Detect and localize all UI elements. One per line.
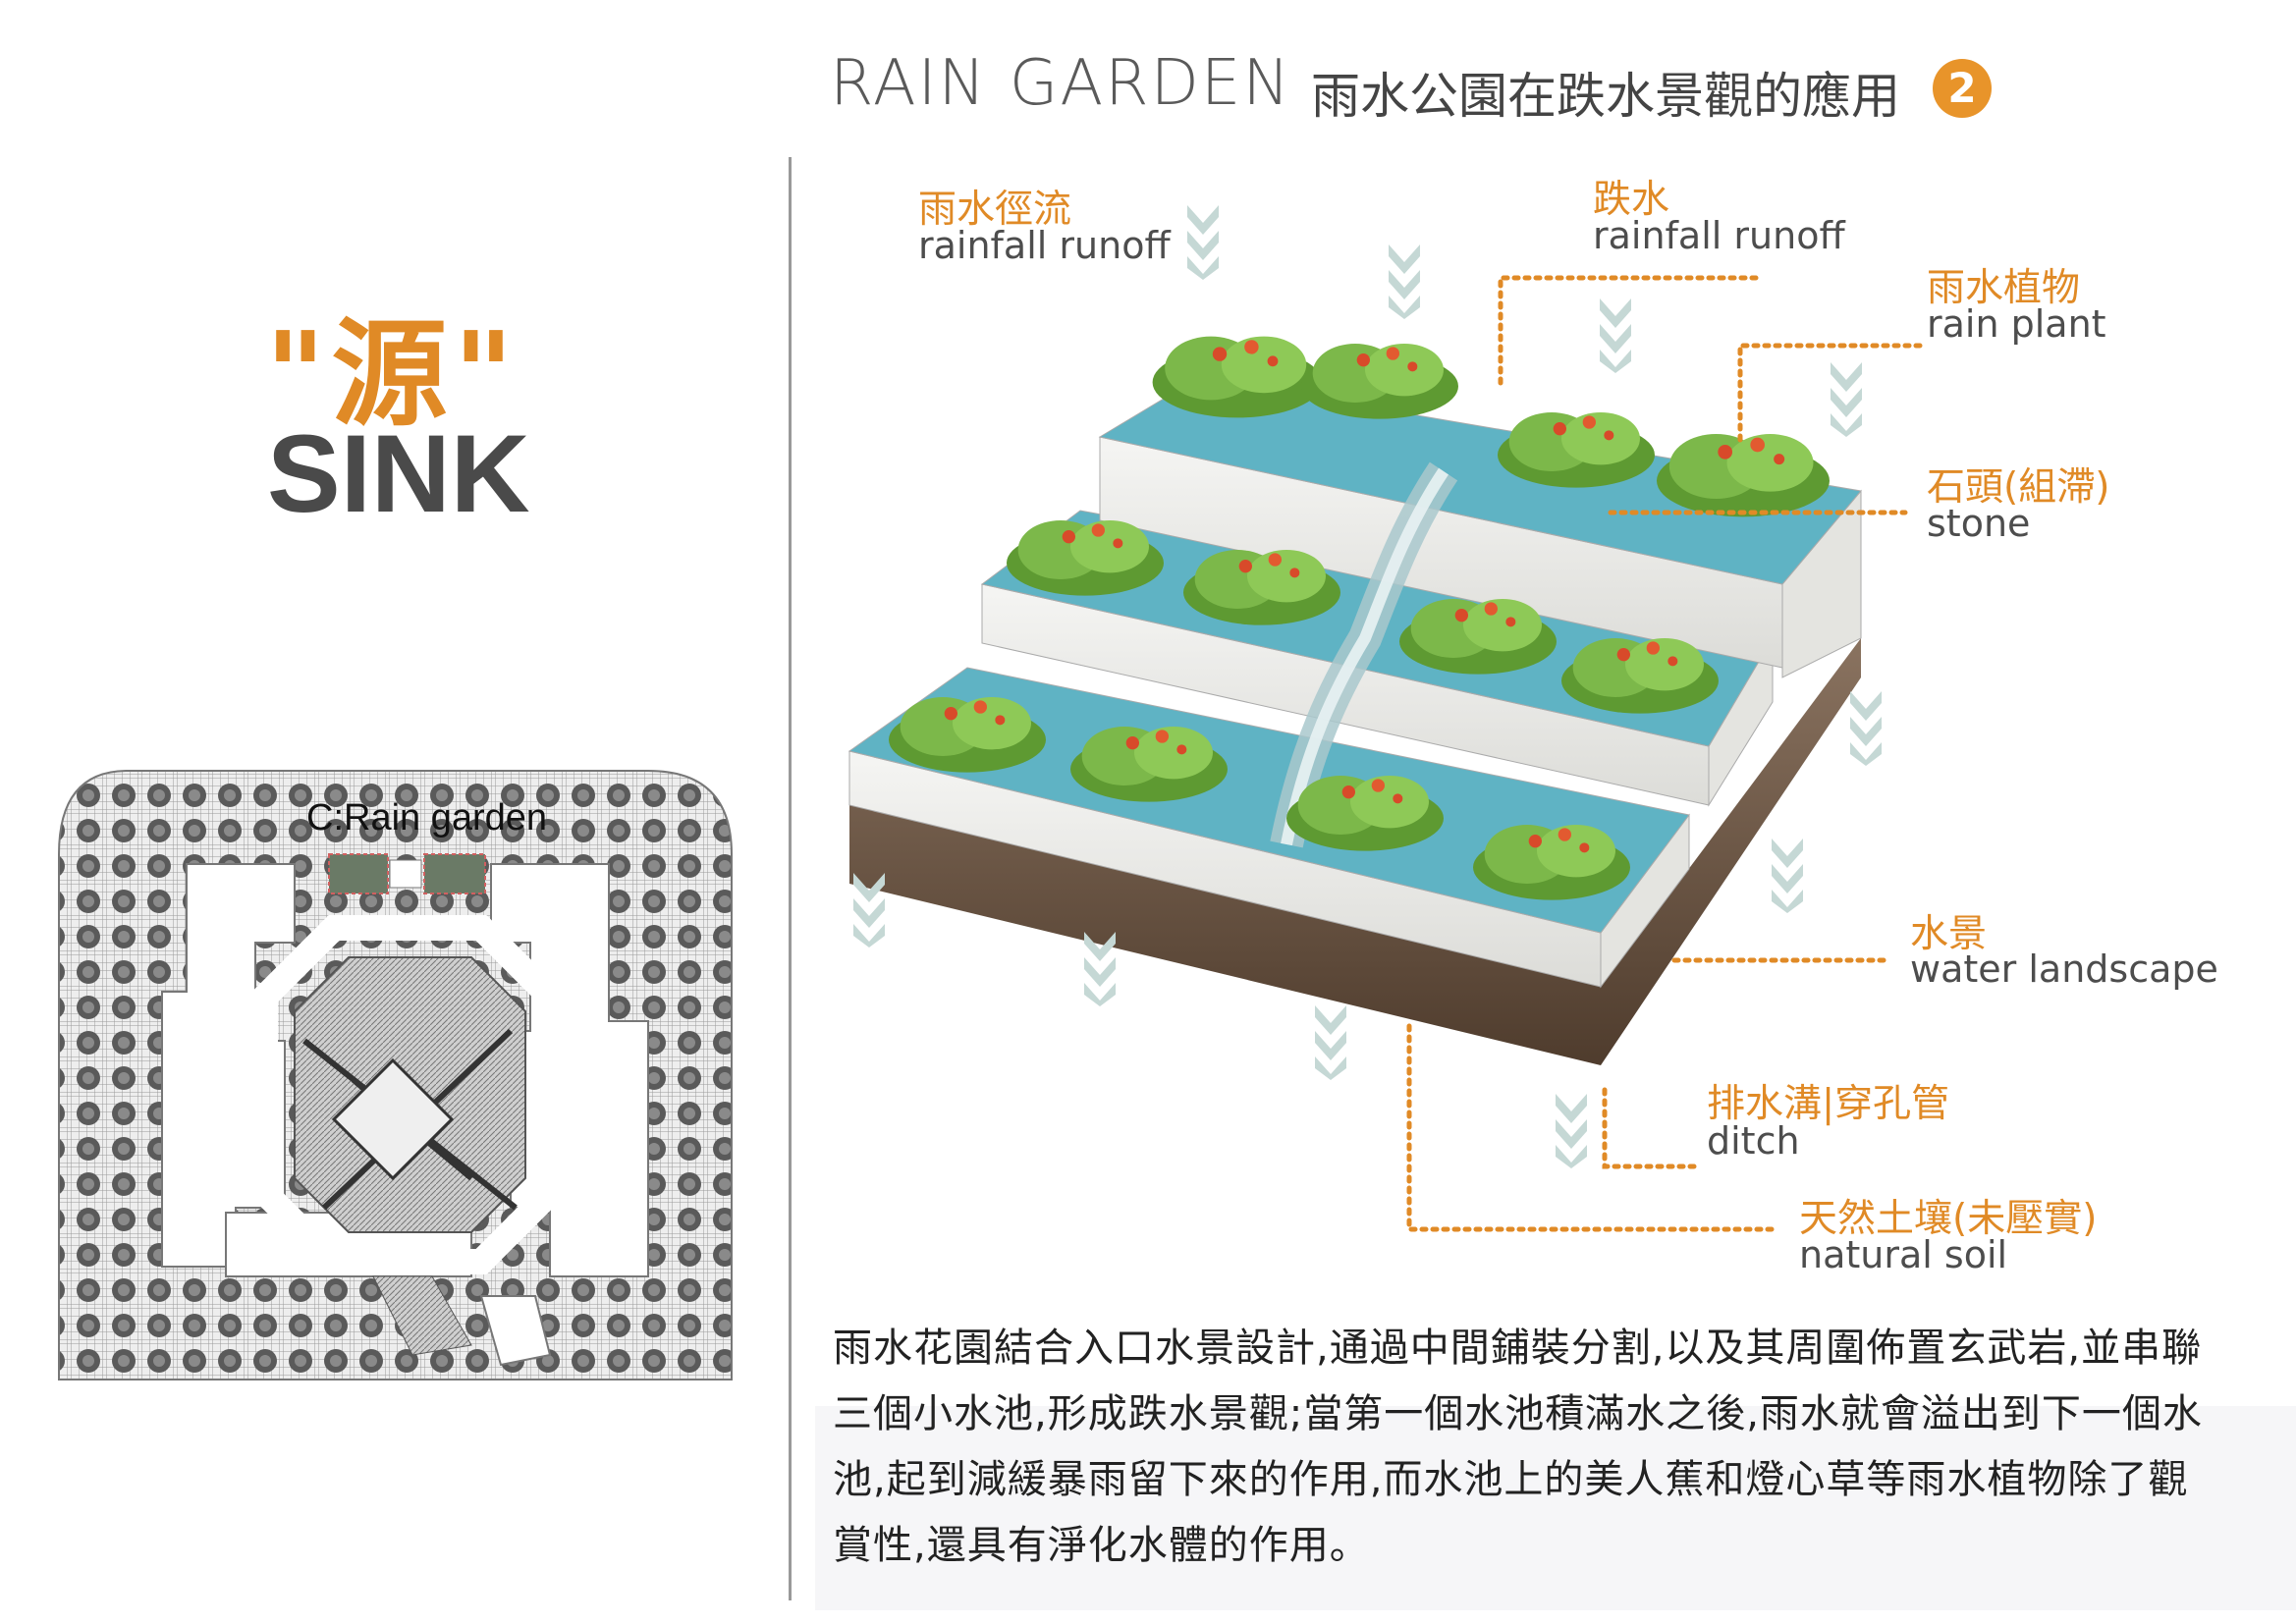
vertical-divider [789, 157, 792, 1600]
label-plant-zh: 雨水植物 [1927, 266, 2081, 310]
paragraph-line: 賞性,還具有淨化水體的作用。 [833, 1523, 1370, 1568]
paragraph-background [815, 1406, 2296, 1610]
label-runoff-en: rainfall runoff [918, 224, 1171, 267]
label-water-en: water landscape [1910, 947, 2218, 991]
label-plant-en: rain plant [1927, 302, 2106, 346]
header-title-zh: 雨水公園在跌水景觀的應用 [1311, 68, 1900, 125]
label-cascade-zh: 跌水 [1593, 178, 1670, 222]
label-ditch-zh: 排水溝|穿孔管 [1707, 1082, 1950, 1126]
label-soil-en: natural soil [1799, 1233, 2008, 1276]
header-title-en: RAIN GARDEN [830, 47, 1292, 120]
paragraph-line: 三個小水池,形成跌水景觀;當第一個水池積滿水之後,雨水就會溢出到下一個水 [833, 1391, 2203, 1436]
description-paragraph: 雨水花園結合入口水景設計,通過中間鋪裝分割,以及其周圍佈置玄武岩,並串聯 三個小… [833, 1316, 2276, 1579]
paragraph-line: 雨水花園結合入口水景設計,通過中間鋪裝分割,以及其周圍佈置玄武岩,並串聯 [833, 1326, 2203, 1371]
yuan-heading: "源" [265, 306, 519, 442]
section-number-badge: 2 [1933, 59, 1992, 118]
label-stone-zh: 石頭(組滯) [1927, 465, 2110, 510]
label-stone-en: stone [1927, 502, 2031, 545]
label-cascade-en: rainfall runoff [1593, 214, 1845, 257]
label-runoff-zh: 雨水徑流 [918, 188, 1072, 232]
label-water-zh: 水景 [1910, 912, 1988, 956]
label-ditch-en: ditch [1707, 1119, 1800, 1163]
sink-heading: SINK [267, 412, 530, 535]
map-rain-garden-label: C:Rain garden [306, 797, 548, 839]
label-soil-zh: 天然土壤(未壓實) [1799, 1197, 2098, 1241]
paragraph-line: 池,起到減緩暴雨留下來的作用,而水池上的美人蕉和燈心草等雨水植物除了觀 [833, 1457, 2189, 1502]
